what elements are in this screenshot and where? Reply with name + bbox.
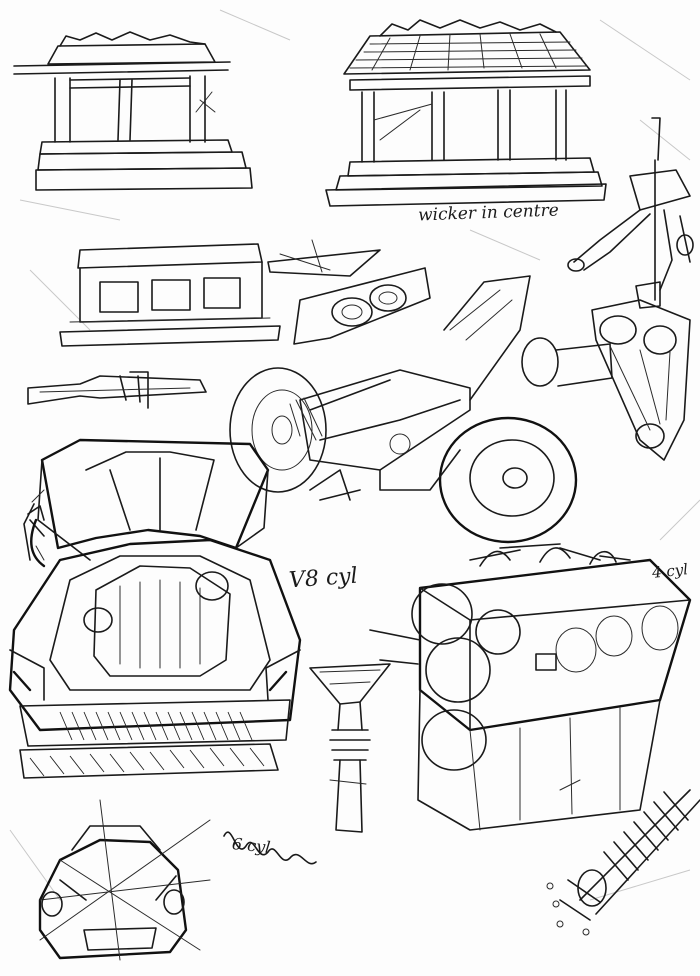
car-front-sketch-small	[38, 799, 211, 961]
spring-strut-sketch	[546, 789, 700, 936]
bus-sketch	[59, 243, 281, 347]
mechanical-arm-sketch-lower	[591, 299, 691, 461]
funnel-damper-sketch	[309, 663, 391, 833]
pavilion-sketch-large	[325, 19, 607, 207]
headlight-sketch	[267, 239, 431, 345]
scribble-sketch	[223, 831, 317, 865]
annotation-4-cyl: 4 cyl	[651, 560, 689, 582]
mechanical-arm-sketch-upper	[567, 117, 694, 309]
engine-block-sketch	[369, 543, 692, 831]
motorcycle-sketch	[229, 275, 613, 544]
annotation-v8-cyl: V8 cyl	[288, 563, 359, 594]
annotation-6-cyl: 6 cyl	[231, 834, 272, 857]
bleed-through-marks	[9, 9, 700, 901]
pavilion-sketch-small	[13, 31, 253, 191]
rotation-arrow-sketch	[27, 505, 46, 568]
injector-sketch	[27, 371, 207, 409]
car-front-hood-open-sketch	[8, 438, 302, 779]
